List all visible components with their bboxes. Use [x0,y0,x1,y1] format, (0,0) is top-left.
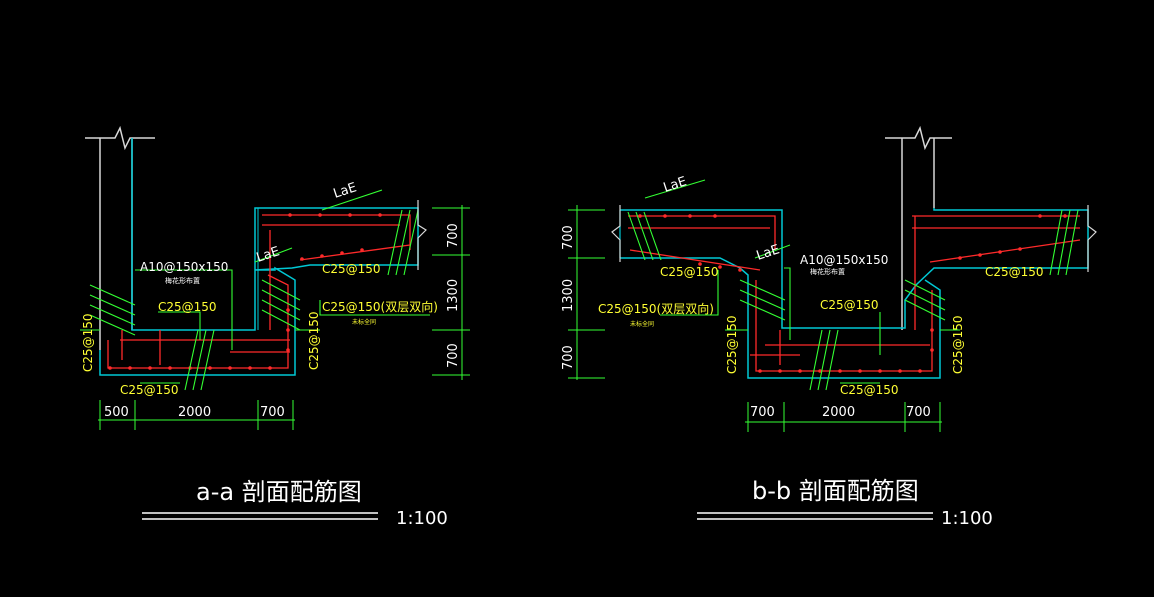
section-b-rebar-dots [638,214,1067,373]
section-a-bar-bottom: C25@150 [120,383,179,397]
section-a-rebar-dots [108,213,382,370]
section-a-bar-inner: C25@150 [158,300,217,314]
section-a-stirrup: A10@150x150 [140,260,228,274]
section-a-bar-left-wall: C25@150 [81,313,95,372]
section-b-bar-bottom: C25@150 [840,383,899,397]
section-b-stirrup: A10@150x150 [800,253,888,267]
section-a-bar-slab: C25@150 [322,262,381,276]
section-a-dim-h-2: 2000 [178,405,211,420]
section-a-lae-top: LaE [332,180,359,202]
section-b-dim-v-3: 700 [561,345,576,370]
section-b-dim-h-3: 700 [906,405,931,420]
section-b-dimensions [568,205,942,432]
section-a-a: LaE LaE A10@150x150 梅花形布置 C25@150 C25@15… [80,125,470,529]
section-b-scale: 1:100 [941,508,993,529]
section-b-dim-v-2: 1300 [561,279,576,312]
section-a-dim-v-3: 700 [446,343,461,368]
section-a-dim-h-3: 700 [260,405,285,420]
section-a-dimensions [98,205,470,430]
section-a-dim-h-1: 500 [104,405,129,420]
section-b-concrete-lower [620,257,941,379]
section-a-dim-v-1: 700 [446,223,461,248]
section-a-title: a-a 剖面配筋图 [196,478,362,506]
section-b-dim-v-1: 700 [561,225,576,250]
section-b-dim-h-2: 2000 [822,405,855,420]
section-a-rebar [107,214,411,369]
section-a-dim-v-2: 1300 [446,279,461,312]
section-b-lae-mid: LaE [755,242,782,264]
section-b-anchorage [627,179,1079,391]
section-b-bar-slab-left: C25@150 [660,265,719,279]
section-b-bar-note2: 未标全同 [630,320,654,328]
section-b-lae-top: LaE [662,174,689,196]
section-b-rebar [628,215,1081,372]
section-b-bar-inner: C25@150 [820,298,879,312]
section-b-wall [885,125,952,330]
section-a-lae-mid: LaE [255,244,282,266]
section-b-dim-h-1: 700 [750,405,775,420]
section-a-bar-note2: 未标全同 [352,318,376,326]
section-b-b: LaE LaE A10@150x150 梅花形布置 C25@150 C25@15… [561,125,1097,529]
section-a-anchorage [80,189,430,391]
section-a-break-right [417,200,427,270]
section-b-bar-right-wall: C25@150 [951,315,965,374]
section-b-bar-left-wall: C25@150 [725,315,739,374]
section-b-stirrup-note: 梅花形布置 [810,267,845,276]
section-a-stirrup-note: 梅花形布置 [165,276,200,285]
section-b-breaks [611,205,1097,272]
section-a-scale: 1:100 [396,508,448,529]
section-a-bar-step-wall: C25@150 [307,311,321,370]
section-b-bar-note: C25@150(双层双向) [598,301,714,316]
section-b-bar-slab-right: C25@150 [985,265,1044,279]
section-a-bar-note: C25@150(双层双向) [322,299,438,314]
section-b-title: b-b 剖面配筋图 [752,477,919,505]
